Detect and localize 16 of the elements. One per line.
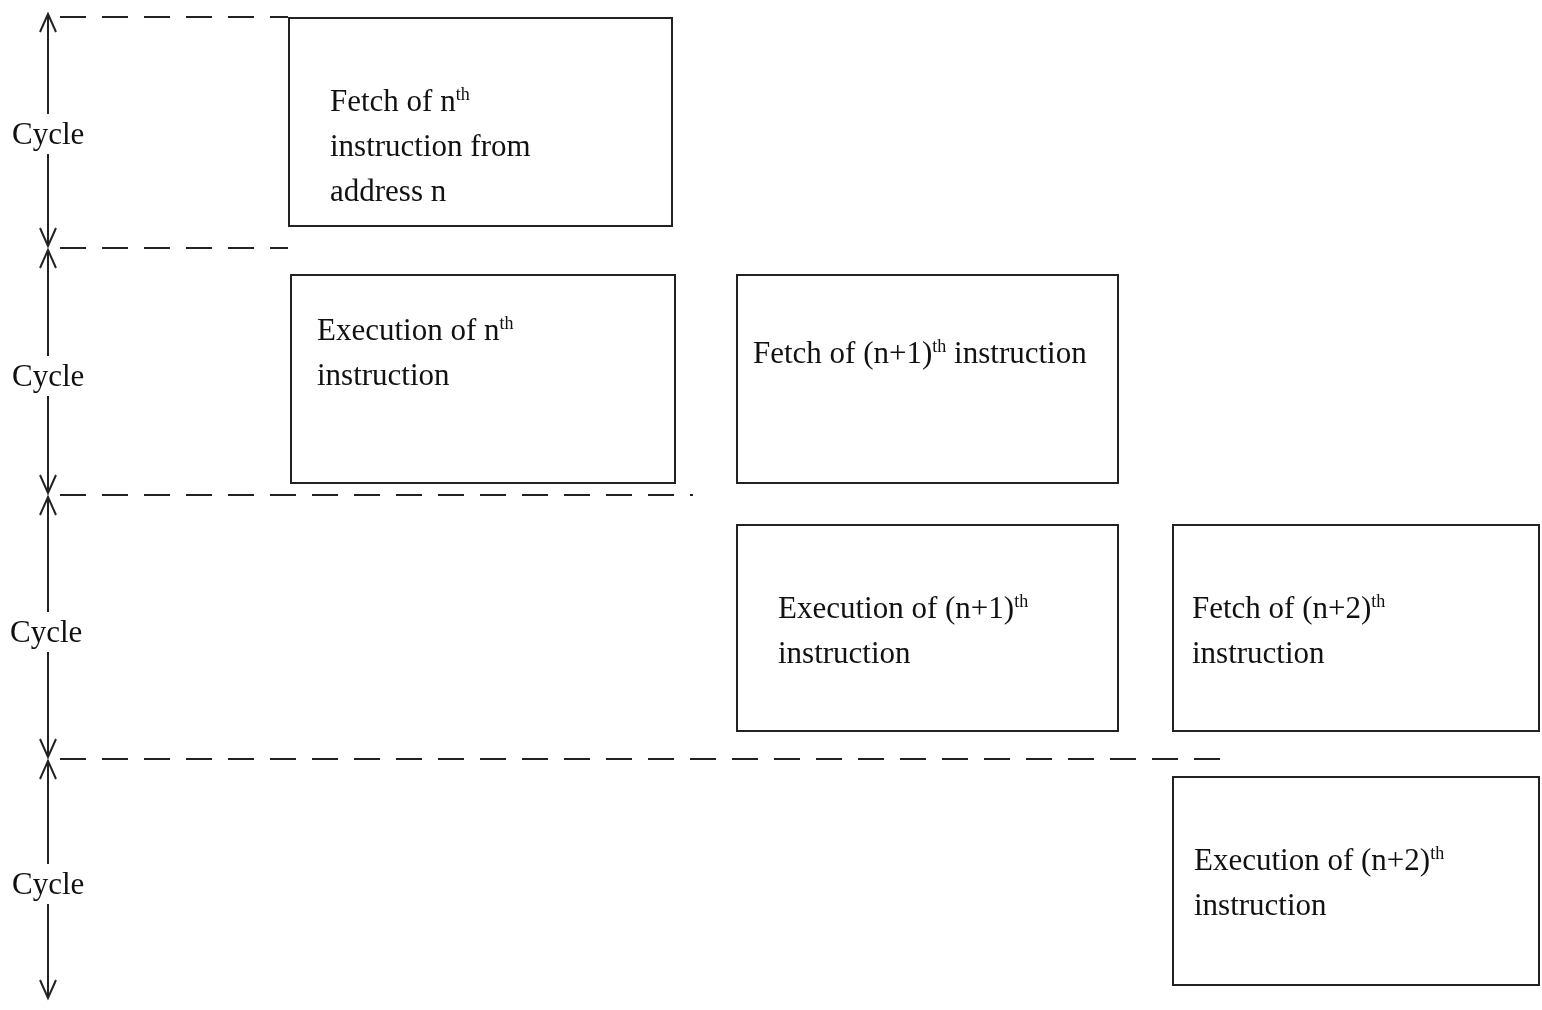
process-box: [290, 274, 676, 484]
process-box: [736, 274, 1119, 484]
process-box: [736, 524, 1119, 732]
cycle-label: Cycle: [12, 356, 85, 396]
process-box: [1172, 524, 1540, 732]
process-box: [1172, 776, 1540, 986]
process-box: [288, 17, 673, 227]
cycle-label: Cycle: [12, 114, 85, 154]
box-text: Fetch of (n+2)$^{th}$ instruction: [1192, 589, 1387, 672]
box-text: Fetch of (n+1)$^{th}$ instruction: [753, 334, 1088, 372]
box-text: Execution of (n+1)$^{th}$ instruction: [778, 589, 1030, 672]
box-text: Fetch of n$^{th}$ instruction from address n: [330, 82, 532, 210]
box-text: Execution of (n+2)$^{th}$ instruction: [1194, 841, 1446, 924]
box-text: Execution of n$^{th}$ instruction: [317, 311, 515, 394]
cycle-label: Cycle: [10, 612, 83, 652]
cycle-label: Cycle: [12, 864, 85, 904]
